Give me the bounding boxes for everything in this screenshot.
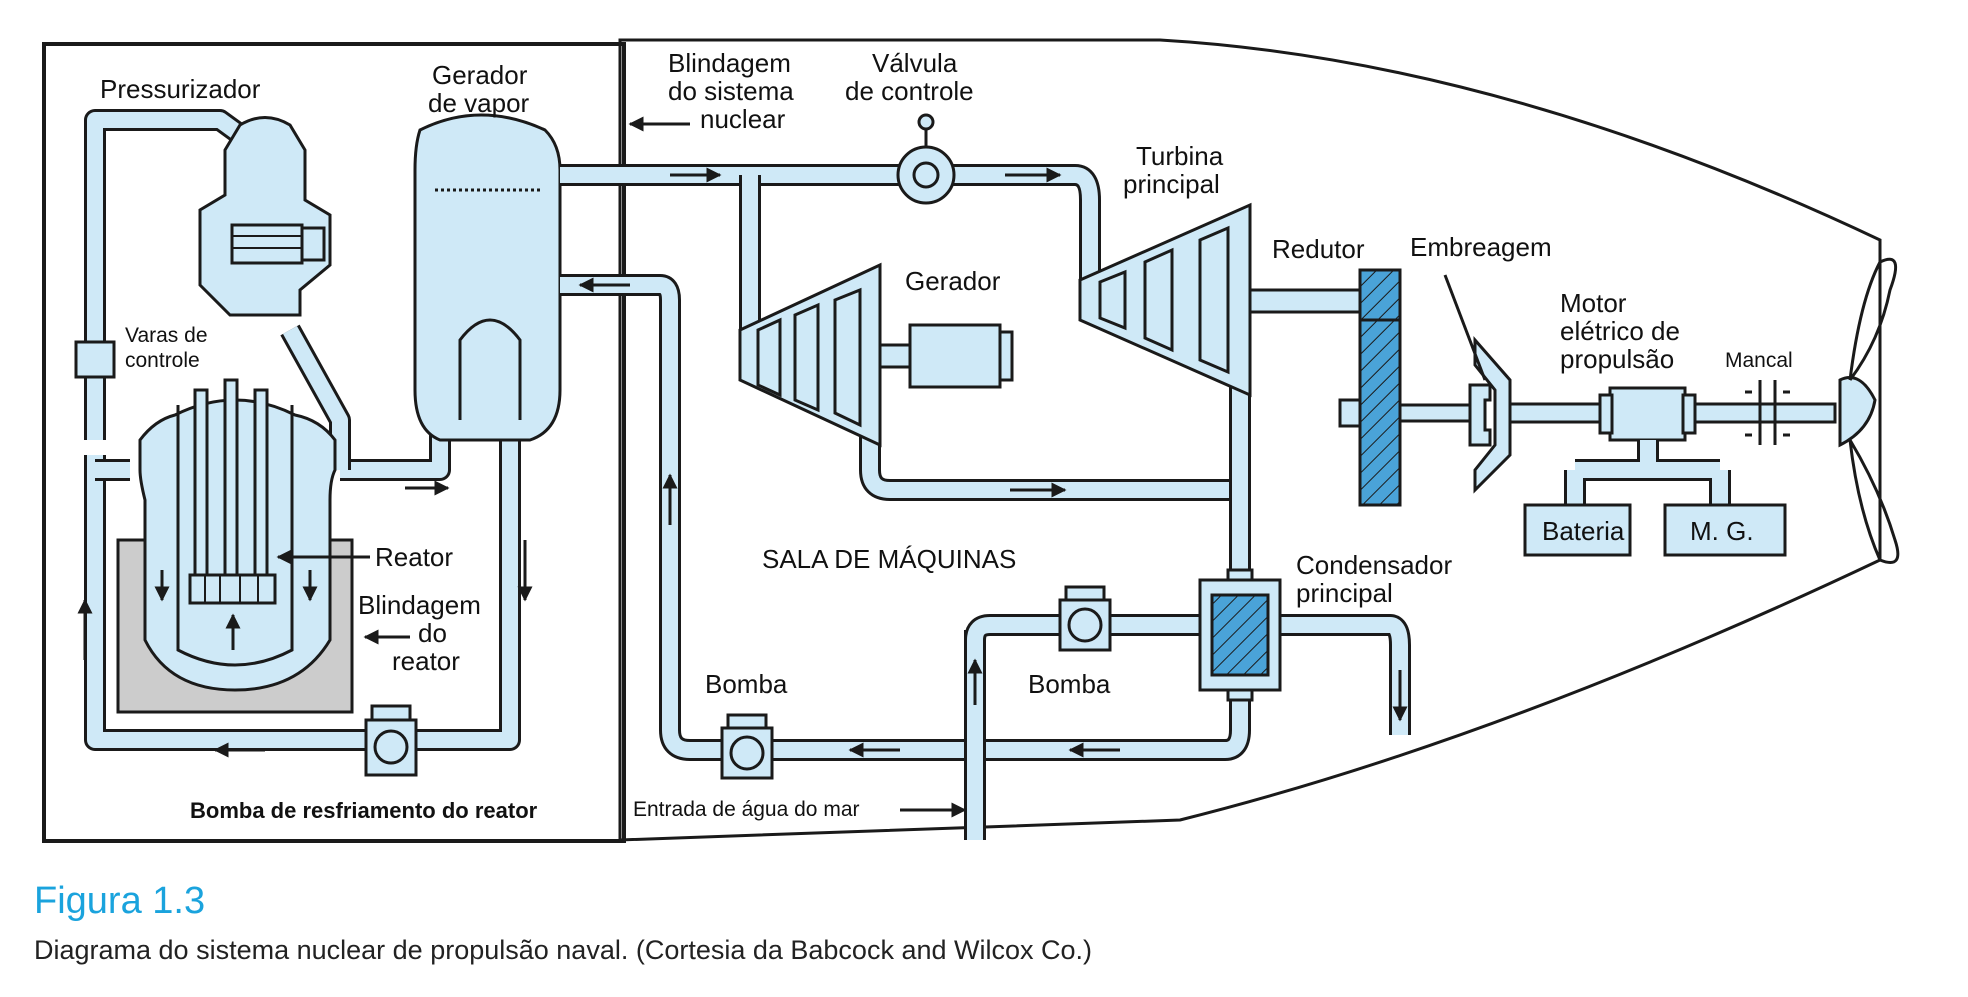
power-connections — [1564, 440, 1731, 510]
battery — [1523, 503, 1632, 557]
generator-turbine — [738, 262, 912, 448]
label-control-rods-2: controle — [125, 349, 200, 372]
label-bearing: Mancal — [1725, 349, 1793, 372]
leader-lines — [276, 116, 1487, 818]
label-coolant-pump: Bomba de resfriamento do reator — [190, 798, 538, 823]
label-main-turbine-2: principal — [1123, 169, 1220, 199]
label-engine-room: SALA DE MÁQUINAS — [762, 544, 1016, 574]
reactor-coolant-pump — [364, 704, 418, 777]
label-main-turbine-1: Turbina — [1136, 141, 1224, 171]
control-valve — [896, 113, 956, 205]
label-condenser-2: principal — [1296, 578, 1393, 608]
label-mg: M. G. — [1690, 516, 1754, 546]
label-reduction-gear: Redutor — [1272, 234, 1365, 264]
nuclear-system-shield — [42, 42, 626, 843]
main-turbine — [1078, 202, 1362, 398]
motor-generator — [1663, 503, 1787, 557]
feed-pump — [720, 713, 774, 780]
reduction-gear — [1358, 268, 1402, 507]
label-battery: Bateria — [1542, 516, 1625, 546]
label-control-valve-1: Válvula — [872, 48, 958, 78]
label-clutch: Embreagem — [1410, 232, 1552, 262]
label-reactor-shield-3: reator — [392, 646, 460, 676]
propeller-shaft — [1338, 336, 1837, 494]
label-motor-1: Motor — [1560, 288, 1627, 318]
label-feed-pump: Bomba — [705, 669, 788, 699]
label-steam-generator-1: Gerador — [432, 60, 528, 90]
label-motor-3: propulsão — [1560, 344, 1674, 374]
label-steam-generator-2: de vapor — [428, 88, 530, 118]
propeller — [1838, 257, 1900, 564]
flow-arrows — [77, 167, 1408, 758]
figure-caption: Diagrama do sistema nuclear de propulsão… — [34, 935, 1093, 965]
label-seawater-intake: Entrada de água do mar — [633, 798, 860, 821]
label-motor-2: elétrico de — [1560, 316, 1680, 346]
label-control-rods-1: Varas de — [125, 324, 208, 347]
label-nuclear-shield-2: do sistema — [668, 76, 794, 106]
secondary-loop-piping — [560, 164, 1411, 840]
steam-generator — [413, 113, 562, 442]
label-pressurizer: Pressurizador — [100, 74, 261, 104]
reactor-vessel — [138, 378, 337, 692]
label-reactor-shield-1: Blindagem — [358, 590, 481, 620]
pressurizer — [198, 116, 332, 317]
naval-nuclear-propulsion-diagram: Pressurizador Gerador de vapor Blindagem… — [42, 38, 1900, 843]
condensate-pump — [1058, 585, 1112, 652]
label-nuclear-shield-3: nuclear — [700, 104, 786, 134]
label-nuclear-shield-1: Blindagem — [668, 48, 791, 78]
main-condenser — [1198, 568, 1282, 702]
label-condensate-pump: Bomba — [1028, 669, 1111, 699]
figure-title: Figura 1.3 — [34, 880, 206, 922]
label-control-valve-2: de controle — [845, 76, 974, 106]
control-rods-drive — [74, 340, 116, 379]
label-reactor-shield-2: do — [418, 618, 447, 648]
label-reactor: Reator — [375, 542, 453, 572]
label-generator: Gerador — [905, 266, 1001, 296]
label-condenser-1: Condensador — [1296, 550, 1452, 580]
generator — [908, 323, 1014, 389]
